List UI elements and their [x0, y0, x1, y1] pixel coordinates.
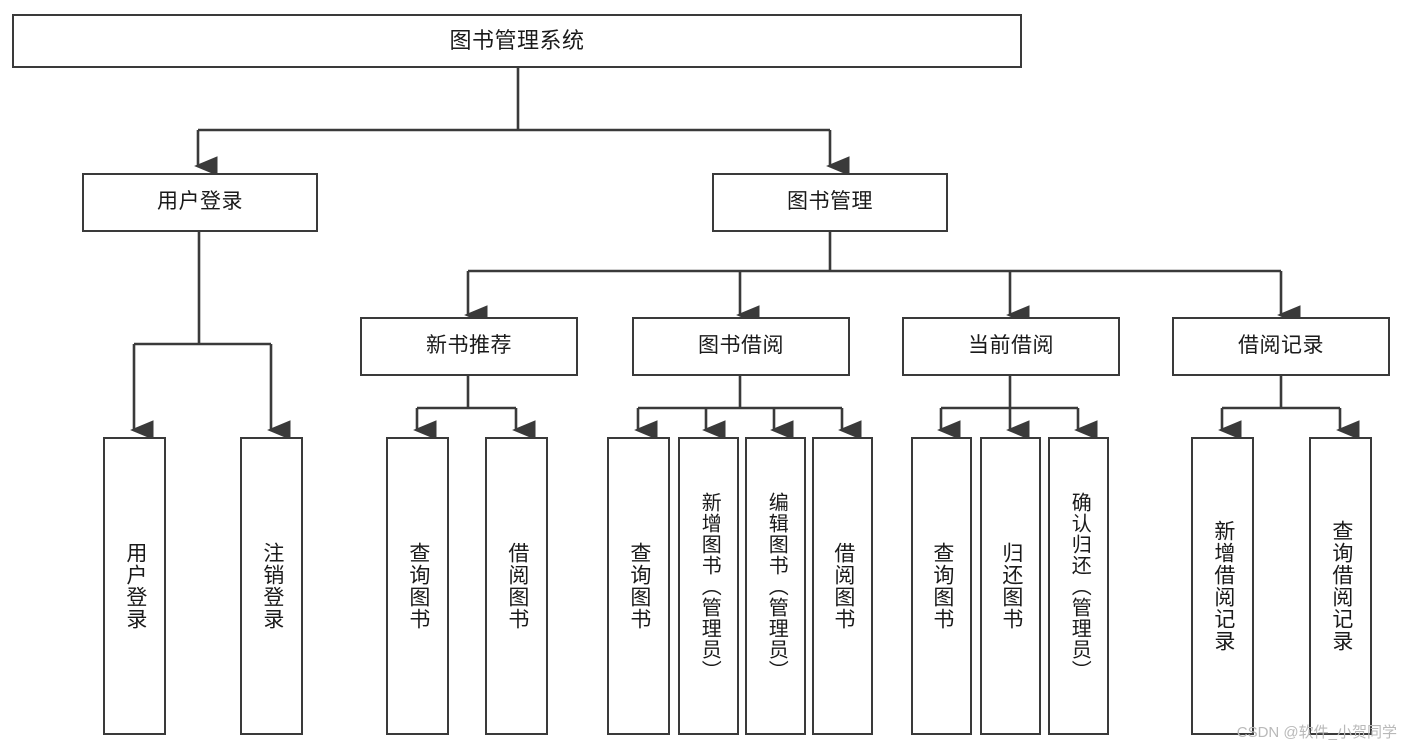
node-root-label: 图书管理系统	[449, 28, 585, 54]
node-book-manage-label: 图书管理	[787, 190, 873, 214]
node-leaf-user-login[interactable]: 用户登录	[103, 437, 166, 735]
node-leaf-logout-label: 注销登录	[260, 542, 284, 630]
node-leaf-borrow-book-2[interactable]: 借阅图书	[812, 437, 873, 735]
node-leaf-borrow-book-1-label: 借阅图书	[505, 542, 529, 630]
node-leaf-borrow-book-2-label: 借阅图书	[831, 542, 855, 630]
node-leaf-borrow-book-1[interactable]: 借阅图书	[485, 437, 548, 735]
node-leaf-query-record[interactable]: 查询借阅记录	[1309, 437, 1372, 735]
node-leaf-query-book-3[interactable]: 查询图书	[911, 437, 972, 735]
node-borrow-record[interactable]: 借阅记录	[1172, 317, 1390, 376]
node-leaf-return-book-label: 归还图书	[999, 542, 1023, 630]
node-leaf-user-login-label: 用户登录	[123, 542, 147, 630]
node-current-borrow[interactable]: 当前借阅	[902, 317, 1120, 376]
node-leaf-add-book[interactable]: 新增图书（管理员）	[678, 437, 739, 735]
csdn-watermark: CSDN @软件_小贺同学	[1236, 724, 1397, 741]
node-leaf-logout[interactable]: 注销登录	[240, 437, 303, 735]
node-new-book-rec-label: 新书推荐	[426, 334, 512, 358]
node-leaf-query-book-2[interactable]: 查询图书	[607, 437, 670, 735]
node-root[interactable]: 图书管理系统	[12, 14, 1022, 68]
node-leaf-query-book-2-label: 查询图书	[627, 542, 651, 630]
node-borrow-record-label: 借阅记录	[1238, 334, 1324, 358]
node-book-borrow[interactable]: 图书借阅	[632, 317, 850, 376]
node-leaf-add-record-label: 新增借阅记录	[1211, 520, 1235, 652]
node-leaf-return-book[interactable]: 归还图书	[980, 437, 1041, 735]
node-book-manage[interactable]: 图书管理	[712, 173, 948, 232]
node-leaf-query-book-1-label: 查询图书	[406, 542, 430, 630]
node-user-login[interactable]: 用户登录	[82, 173, 318, 232]
node-new-book-rec[interactable]: 新书推荐	[360, 317, 578, 376]
node-leaf-edit-book-label: 编辑图书（管理员）	[765, 491, 788, 681]
node-leaf-query-record-label: 查询借阅记录	[1329, 520, 1353, 652]
node-leaf-confirm-return[interactable]: 确认归还（管理员）	[1048, 437, 1109, 735]
node-leaf-edit-book[interactable]: 编辑图书（管理员）	[745, 437, 806, 735]
node-leaf-confirm-return-label: 确认归还（管理员）	[1068, 491, 1091, 681]
node-current-borrow-label: 当前借阅	[968, 334, 1054, 358]
node-leaf-query-book-1[interactable]: 查询图书	[386, 437, 449, 735]
node-book-borrow-label: 图书借阅	[698, 334, 784, 358]
node-leaf-add-record[interactable]: 新增借阅记录	[1191, 437, 1254, 735]
node-leaf-add-book-label: 新增图书（管理员）	[698, 491, 721, 681]
node-leaf-query-book-3-label: 查询图书	[930, 542, 954, 630]
node-user-login-label: 用户登录	[157, 190, 243, 214]
